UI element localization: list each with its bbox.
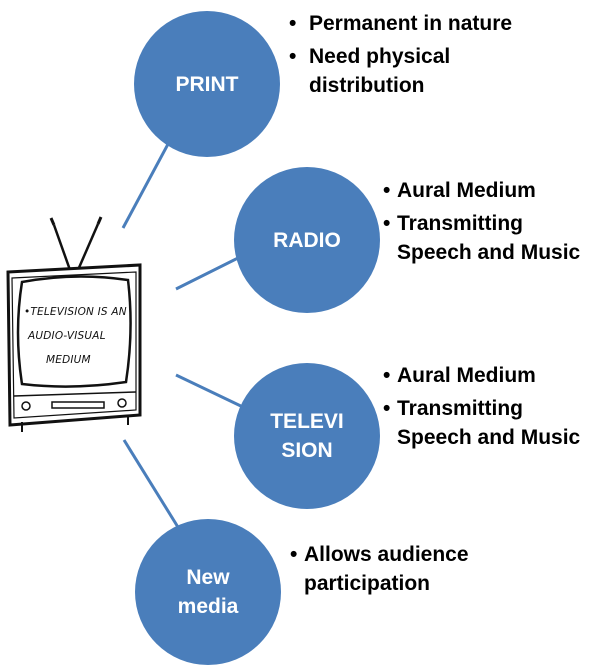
radio-bullet-1: •Aural Medium	[383, 179, 536, 202]
television-bullet-2: •Transmitting Speech and Music	[383, 397, 581, 449]
connector-new-media	[122, 439, 183, 533]
print-bullet-2: •Need physical distribution	[289, 45, 451, 97]
node-television: TELEVI SION	[234, 363, 380, 509]
television-bullets: •Aural Medium •Transmitting Speech and M…	[383, 361, 583, 456]
node-print-label: PRINT	[175, 72, 239, 96]
tv-text-line-3: MEDIUM	[46, 354, 91, 366]
print-bullet-1: •Permanent in nature	[289, 12, 513, 35]
node-radio: RADIO	[234, 167, 380, 313]
television-bullet-1: •Aural Medium	[383, 364, 536, 387]
new-media-bullet-1: •Allows audience participation	[290, 543, 469, 595]
node-new-media: New media	[135, 519, 281, 665]
new-media-bullets: •Allows audience participation	[290, 540, 470, 602]
print-bullets: •Permanent in nature •Need physical dist…	[289, 9, 529, 104]
tv-text-line-2: AUDIO-VISUAL	[28, 330, 106, 342]
node-new-media-label-line-2: media	[177, 595, 239, 618]
connector-radio	[175, 253, 245, 291]
radio-bullets: •Aural Medium •Transmitting Speech and M…	[383, 176, 583, 271]
tv-drawing	[6, 216, 142, 432]
radio-bullet-2: •Transmitting Speech and Music	[383, 212, 581, 264]
node-television-label-line-2: SION	[281, 439, 333, 462]
connector-television	[175, 373, 246, 410]
television-illustration: •TELEVISION IS AN AUDIO-VISUAL MEDIUM	[0, 210, 150, 440]
node-television-label-line-1: TELEVI	[270, 410, 344, 433]
node-new-media-label-line-1: New	[186, 566, 230, 589]
node-radio-label: RADIO	[273, 228, 341, 252]
tv-text-line-1: •TELEVISION IS AN	[24, 306, 127, 318]
node-print: PRINT	[134, 11, 280, 157]
